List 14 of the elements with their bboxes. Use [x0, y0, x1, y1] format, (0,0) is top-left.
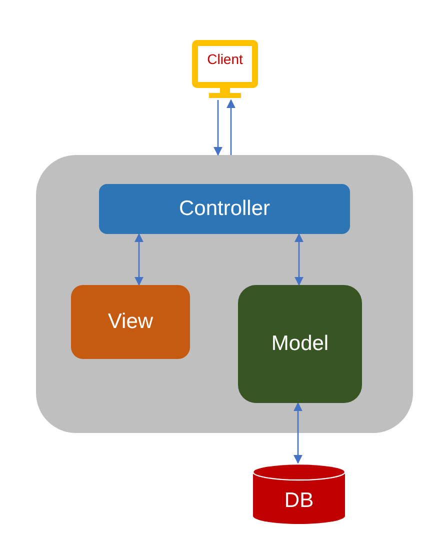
node-label: View	[108, 310, 154, 334]
arrow	[293, 402, 303, 464]
node-label: Controller	[178, 197, 270, 221]
controller-box	[99, 184, 350, 234]
arrow	[226, 99, 236, 155]
arrow	[134, 233, 144, 286]
arrow	[213, 100, 223, 156]
node-label: DB	[284, 489, 314, 513]
view-box	[71, 285, 190, 359]
node-label: Model	[271, 332, 329, 356]
node-label: Client	[207, 51, 243, 67]
container-panel	[36, 155, 413, 433]
arrow	[294, 233, 304, 286]
model-box	[238, 285, 362, 403]
